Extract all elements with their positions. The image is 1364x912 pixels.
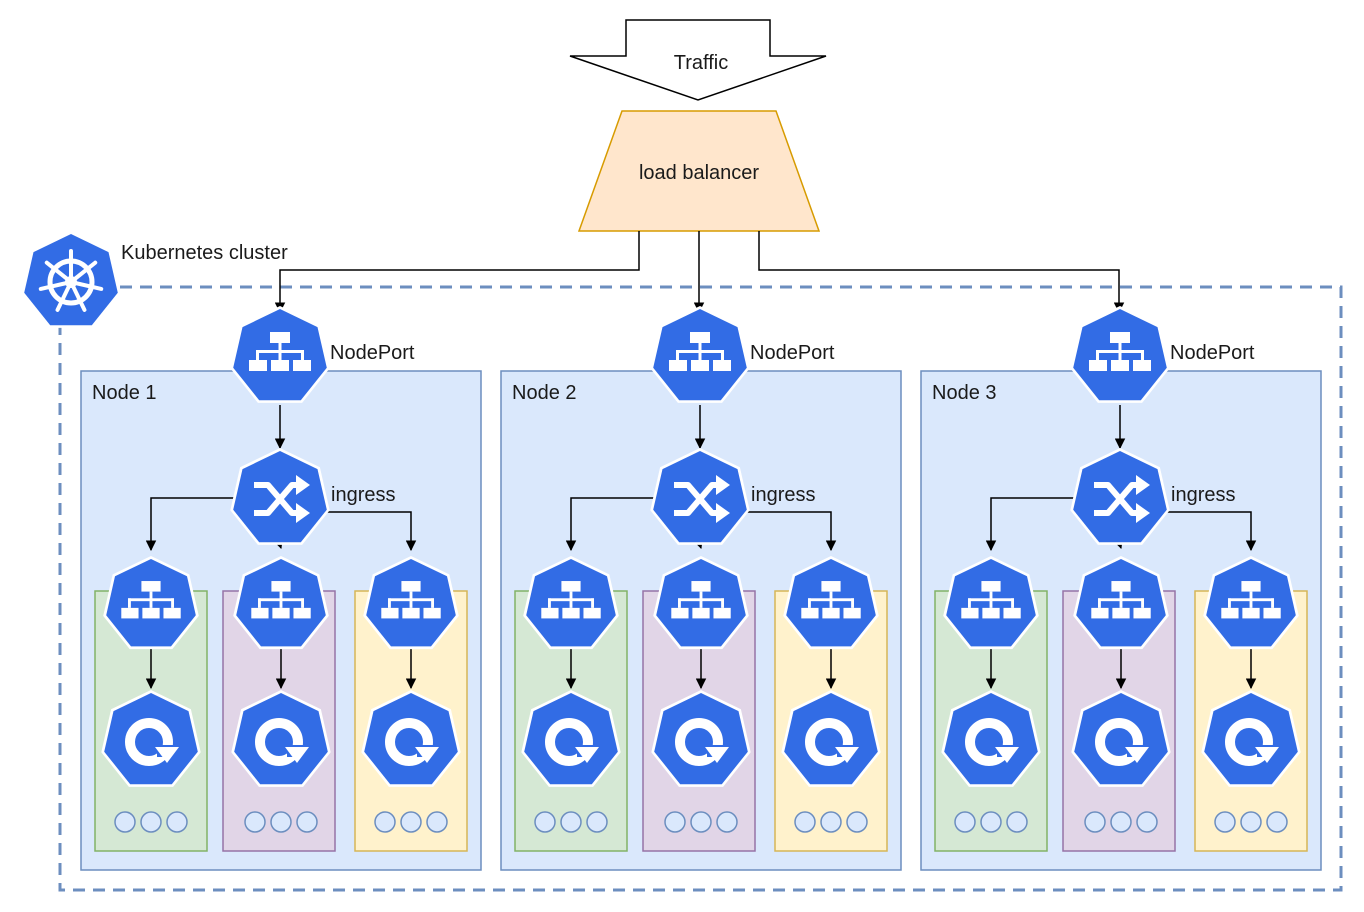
pod-circle: [1084, 811, 1106, 833]
pod-circle: [820, 811, 842, 833]
load-balancer-label: load balancer: [639, 162, 759, 184]
node-label: Node 2: [512, 382, 577, 404]
deployment-icon: [101, 690, 201, 787]
ingress-shuffle-icon: [650, 448, 750, 545]
nodeport-label: NodePort: [330, 342, 415, 364]
service-icon: [783, 556, 879, 650]
service-icon: [233, 556, 329, 650]
pod-circle: [114, 811, 136, 833]
helm-wheel-icon: [21, 231, 121, 328]
service-icon: [523, 556, 619, 650]
pod-dots: [1084, 811, 1158, 833]
pod-circle: [296, 811, 318, 833]
ingress-label: ingress: [751, 484, 815, 506]
deployment-icon: [231, 690, 331, 787]
pod-circle: [980, 811, 1002, 833]
load-balancer: load balancer: [577, 110, 821, 232]
deployment-icon: [1071, 690, 1171, 787]
service-icon: [103, 556, 199, 650]
node-label: Node 3: [932, 382, 997, 404]
pod-circle: [400, 811, 422, 833]
pod-circle: [1110, 811, 1132, 833]
deployment-icon: [781, 690, 881, 787]
node-panel: Node 2 NodePort ingress: [500, 306, 902, 871]
cluster-boundary: [58, 285, 1343, 892]
pod-circle: [426, 811, 448, 833]
pod-dots: [664, 811, 738, 833]
pod-circle: [794, 811, 816, 833]
cluster-header: Kubernetes cluster: [21, 231, 288, 328]
pod-circle: [166, 811, 188, 833]
nodeport-service-icon: [230, 306, 330, 403]
pod-circle: [140, 811, 162, 833]
deployment-icon: [1201, 690, 1301, 787]
pod-dots: [374, 811, 448, 833]
ingress-shuffle-icon: [230, 448, 330, 545]
cluster-label: Kubernetes cluster: [121, 242, 288, 264]
service-icon: [943, 556, 1039, 650]
ingress-label: ingress: [1171, 484, 1235, 506]
pod-circle: [1266, 811, 1288, 833]
deployment-icon: [361, 690, 461, 787]
deployment-icon: [941, 690, 1041, 787]
ingress-label: ingress: [331, 484, 395, 506]
pod-dots: [794, 811, 868, 833]
lb-connectors: [274, 231, 1125, 314]
service-icon: [1073, 556, 1169, 650]
node-panel: Node 3 NodePort ingress: [920, 306, 1322, 871]
pod-circle: [716, 811, 738, 833]
pod-circle: [374, 811, 396, 833]
node-body: [920, 306, 1322, 871]
ingress-shuffle-icon: [1070, 448, 1170, 545]
pod-circle: [1240, 811, 1262, 833]
node-label: Node 1: [92, 382, 157, 404]
pod-dots: [534, 811, 608, 833]
deployment-icon: [521, 690, 621, 787]
pod-circle: [1136, 811, 1158, 833]
traffic-arrow: Traffic: [569, 19, 827, 101]
pod-circle: [690, 811, 712, 833]
pod-dots: [954, 811, 1028, 833]
pod-dots: [114, 811, 188, 833]
nodeport-label: NodePort: [1170, 342, 1255, 364]
service-icon: [363, 556, 459, 650]
nodeport-label: NodePort: [750, 342, 835, 364]
pod-dots: [1214, 811, 1288, 833]
pod-circle: [586, 811, 608, 833]
service-icon: [653, 556, 749, 650]
node-panel: Node 1 NodePort ingress: [80, 306, 482, 871]
pod-circle: [664, 811, 686, 833]
pod-circle: [560, 811, 582, 833]
pod-circle: [534, 811, 556, 833]
traffic-label: Traffic: [674, 52, 728, 74]
pod-dots: [244, 811, 318, 833]
service-icon: [1203, 556, 1299, 650]
nodeport-service-icon: [650, 306, 750, 403]
deployment-icon: [651, 690, 751, 787]
node-body: [500, 306, 902, 871]
pod-circle: [270, 811, 292, 833]
node-body: [80, 306, 482, 871]
pod-circle: [954, 811, 976, 833]
pod-circle: [1006, 811, 1028, 833]
pod-circle: [1214, 811, 1236, 833]
pod-circle: [846, 811, 868, 833]
nodeport-service-icon: [1070, 306, 1170, 403]
pod-circle: [244, 811, 266, 833]
